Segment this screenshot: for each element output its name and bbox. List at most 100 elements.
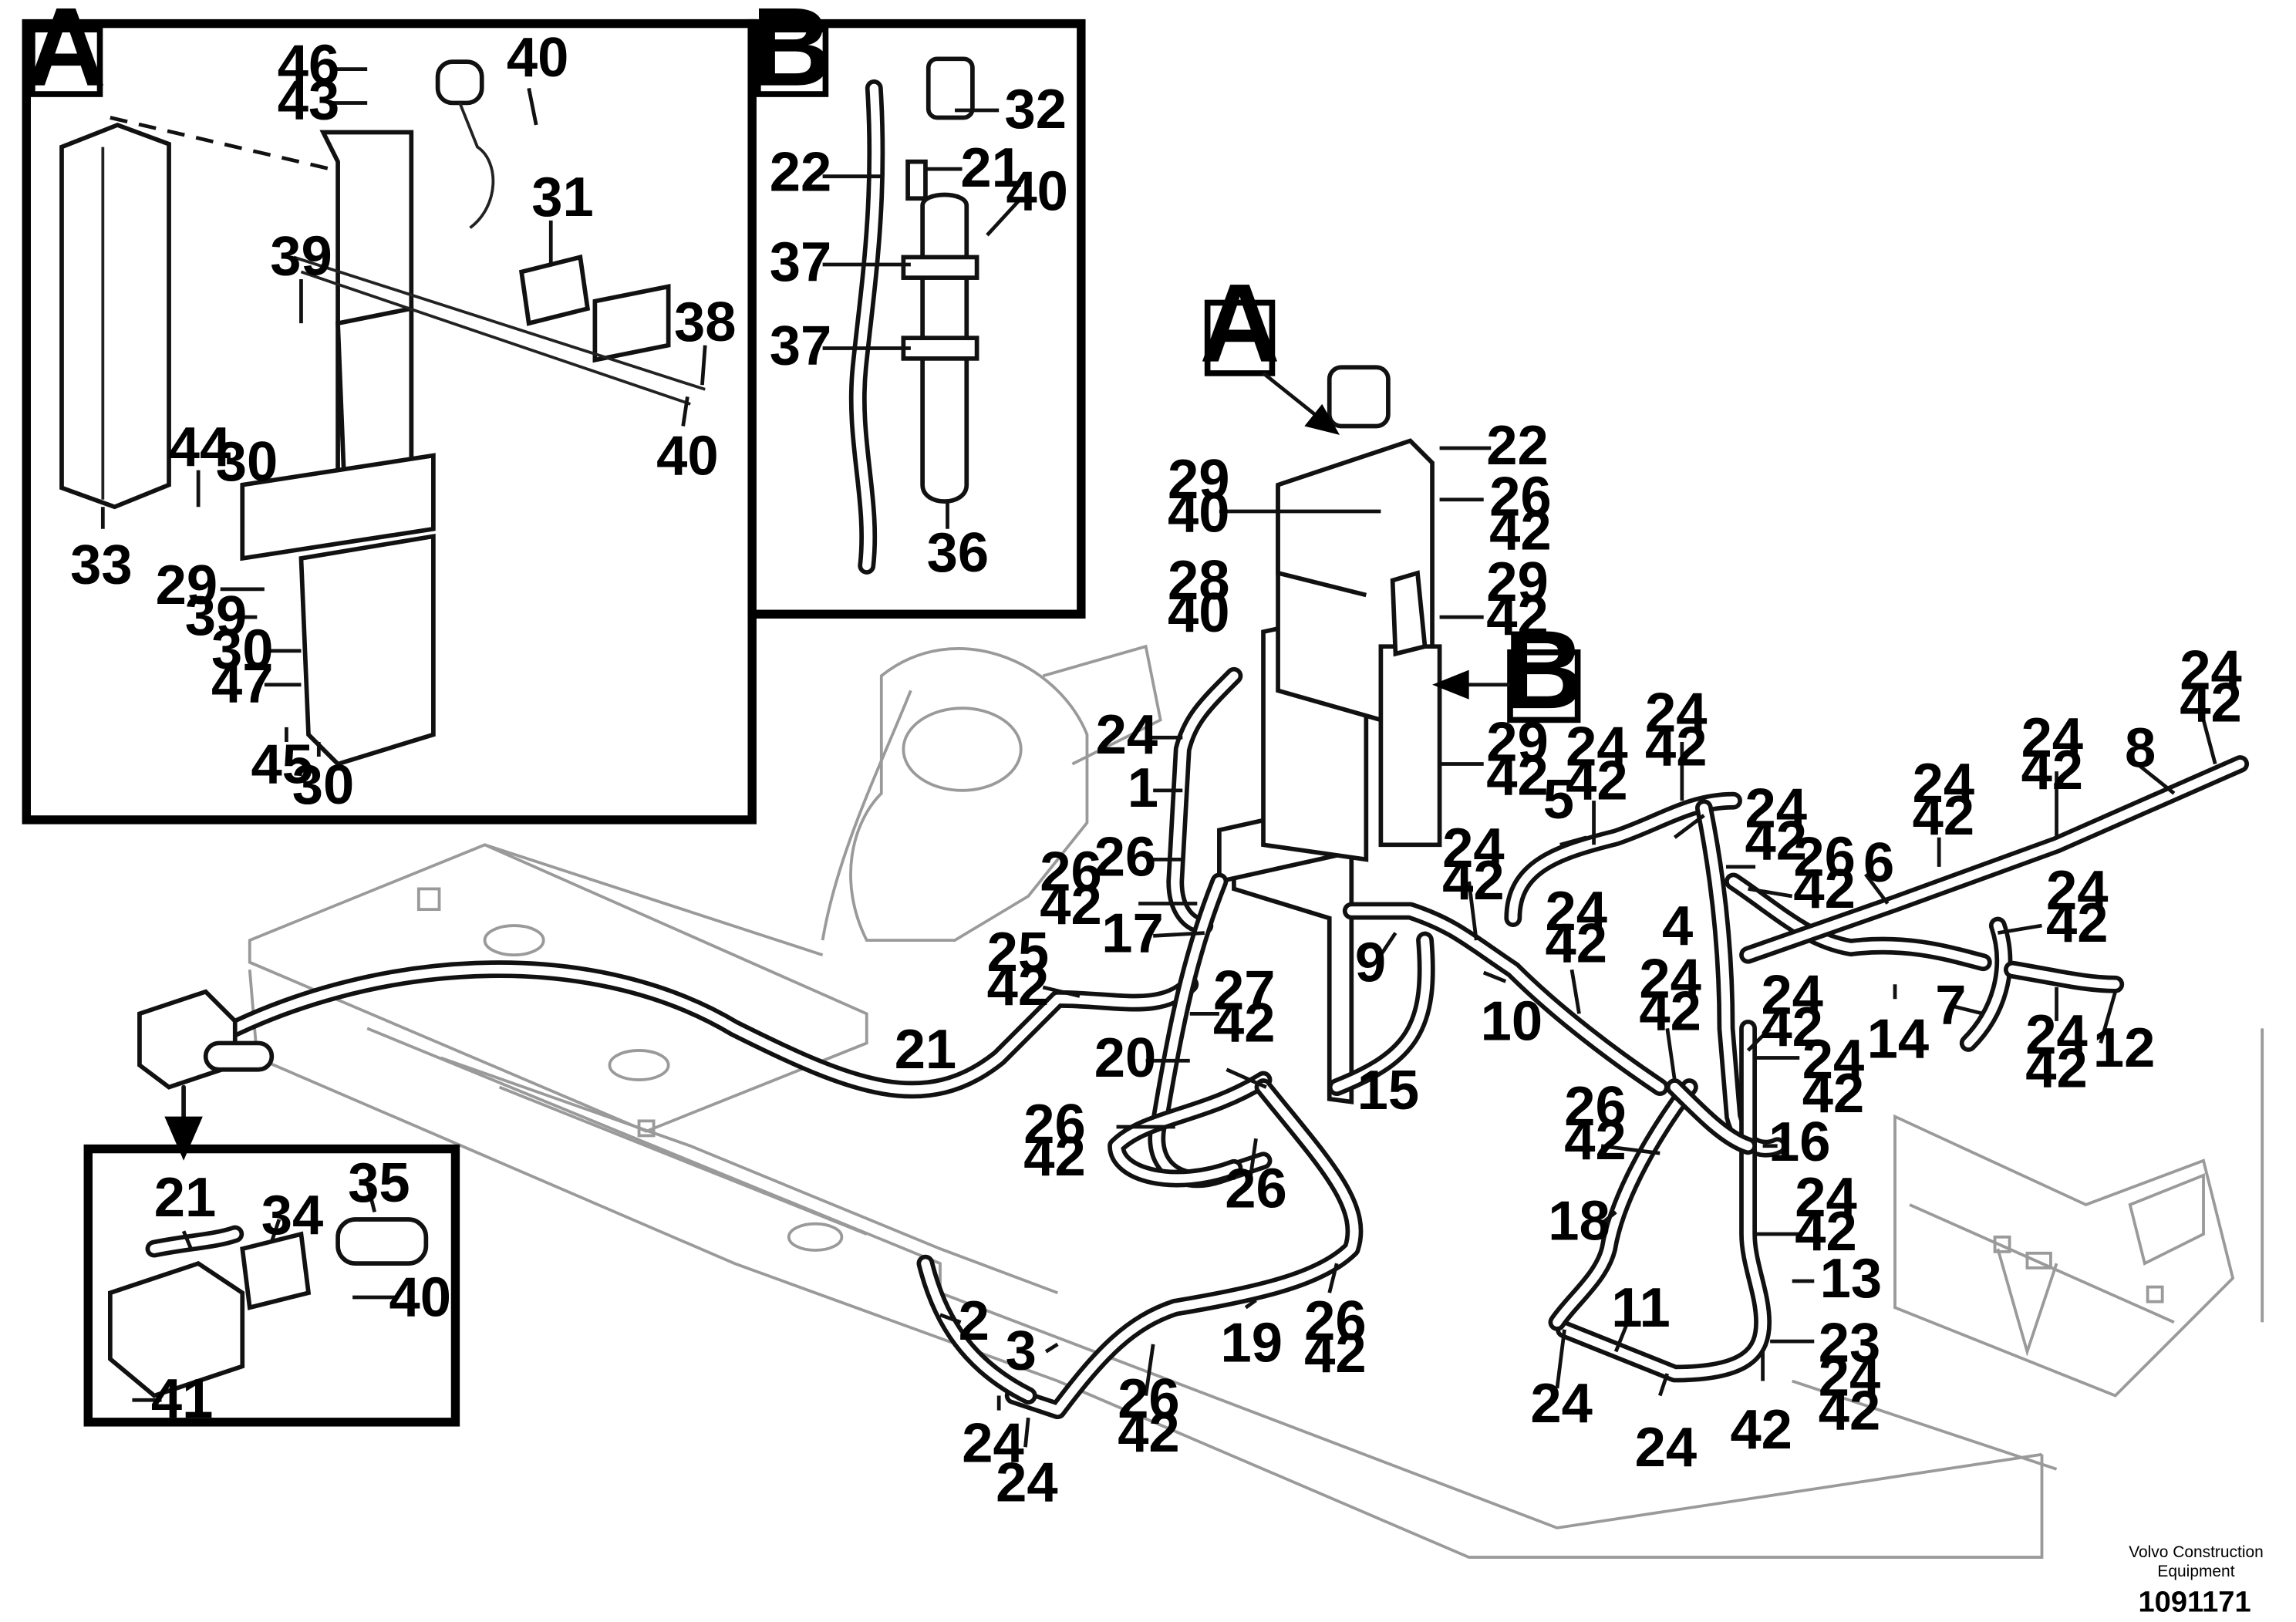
sensor-tube (59, 122, 171, 510)
callout-40: 40 (1006, 160, 1068, 222)
callout-5: 5 (1543, 768, 1574, 831)
view-b-label: B (751, 0, 832, 110)
callout-42: 42 (1795, 1200, 1857, 1263)
callout-16: 16 (1768, 1111, 1831, 1173)
beacon-light (1327, 365, 1391, 429)
callout-29: 29 (1168, 448, 1230, 511)
callout-24: 24 (1545, 880, 1607, 943)
callout-23: 23 (1819, 1312, 1881, 1374)
callout-45: 45 (251, 733, 313, 795)
drawing-number: 1091171 (2139, 1587, 2251, 1619)
callout-37: 37 (770, 314, 832, 376)
callout-42: 42 (1023, 1125, 1086, 1188)
callout-26: 26 (1304, 1290, 1367, 1352)
callout-24: 24 (962, 1411, 1024, 1474)
callout-1: 1 (1128, 757, 1158, 819)
callout-39: 39 (185, 585, 248, 647)
callout-42: 42 (2021, 739, 2084, 801)
callout-28: 28 (1168, 549, 1230, 612)
callout-44: 44 (169, 416, 231, 478)
callout-24: 24 (1913, 752, 1975, 814)
callout-35: 35 (348, 1152, 410, 1214)
callout-42: 42 (987, 955, 1050, 1017)
callout-39: 39 (270, 224, 332, 287)
callout-25: 25 (987, 921, 1050, 983)
callout-34: 34 (261, 1184, 324, 1246)
callout-42: 42 (2025, 1037, 2088, 1100)
callout-26: 26 (1118, 1367, 1180, 1430)
callout-24: 24 (1745, 777, 1807, 839)
callout-42: 42 (2046, 892, 2108, 954)
extinguisher-bottle (1378, 644, 1442, 848)
callout-40: 40 (507, 26, 569, 89)
callout-22: 22 (1486, 414, 1549, 477)
callout-26: 26 (1094, 825, 1157, 888)
main-view-b-marker: B (1504, 607, 1585, 732)
callout-27: 27 (1213, 959, 1276, 1022)
callout-24: 24 (1530, 1372, 1592, 1435)
callout-24: 24 (1802, 1028, 1865, 1091)
view-a-label: A (25, 0, 106, 110)
callout-29: 29 (1486, 551, 1549, 613)
callout-33: 33 (70, 533, 133, 595)
callout-24: 24 (2046, 859, 2108, 922)
leader-lines (100, 67, 2217, 1448)
callout-2: 2 (959, 1290, 990, 1352)
callout-40: 40 (389, 1266, 451, 1329)
callout-24: 24 (1635, 1416, 1698, 1479)
view-b-inset: B (747, 0, 1086, 619)
callout-18: 18 (1548, 1190, 1610, 1253)
callout-24: 24 (996, 1452, 1058, 1514)
callout-42: 42 (1545, 912, 1607, 975)
callout-29: 29 (1486, 711, 1549, 774)
manual-release-box (137, 989, 275, 1090)
callout-40: 40 (1168, 582, 1230, 644)
callout-21: 21 (895, 1018, 957, 1081)
callout-26: 26 (1040, 840, 1102, 902)
callout-42: 42 (1442, 849, 1505, 912)
callout-17: 17 (1101, 902, 1164, 964)
company-name-line2: Equipment (2157, 1563, 2234, 1580)
callout-42: 42 (1566, 749, 1628, 811)
callout-46: 46 (278, 34, 340, 96)
beacon (435, 59, 484, 106)
callout-15: 15 (1357, 1059, 1420, 1121)
callout-40: 40 (656, 424, 719, 487)
callout-13: 13 (1820, 1247, 1883, 1310)
callout-42: 42 (1802, 1062, 1865, 1125)
callout-12: 12 (2093, 1017, 2156, 1079)
callout-19: 19 (1221, 1312, 1283, 1374)
callout-42: 42 (1040, 874, 1102, 936)
callout-3: 3 (1006, 1319, 1037, 1381)
company-name: Volvo Construction (2129, 1543, 2264, 1561)
callout-30: 30 (211, 619, 274, 681)
control-unit (518, 254, 591, 326)
callout-8: 8 (2125, 717, 2156, 779)
callout-47: 47 (211, 653, 274, 715)
callout-42: 42 (1486, 745, 1549, 808)
callout-26: 26 (1225, 1158, 1287, 1220)
callout-22: 22 (770, 141, 832, 204)
callout-40: 40 (1168, 482, 1230, 545)
callout-24: 24 (1761, 963, 1823, 1026)
callout-24: 24 (1639, 947, 1701, 1010)
callout-21: 21 (960, 137, 1023, 199)
callout-31: 31 (531, 166, 594, 228)
callout-24: 24 (2180, 639, 2242, 701)
callout-24: 24 (1442, 817, 1505, 879)
callout-42: 42 (2180, 671, 2242, 733)
callout-26: 26 (1023, 1093, 1086, 1155)
callout-24: 24 (1795, 1166, 1857, 1229)
callout-43: 43 (278, 69, 340, 131)
callout-26: 26 (1564, 1075, 1627, 1138)
footer: Volvo Construction Equipment 1091171 (2129, 1543, 2264, 1618)
callout-42: 42 (1118, 1401, 1180, 1464)
callout-21: 21 (154, 1166, 217, 1229)
callouts: 46 43 40 31 39 38 40 44 30 33 29 39 30 4… (70, 26, 2242, 1514)
callout-20: 20 (1094, 1027, 1157, 1089)
callout-29: 29 (156, 554, 218, 616)
callout-32: 32 (1005, 78, 1067, 140)
callout-38: 38 (674, 291, 737, 353)
callout-9: 9 (1355, 931, 1386, 993)
callout-42: 42 (1564, 1109, 1627, 1172)
